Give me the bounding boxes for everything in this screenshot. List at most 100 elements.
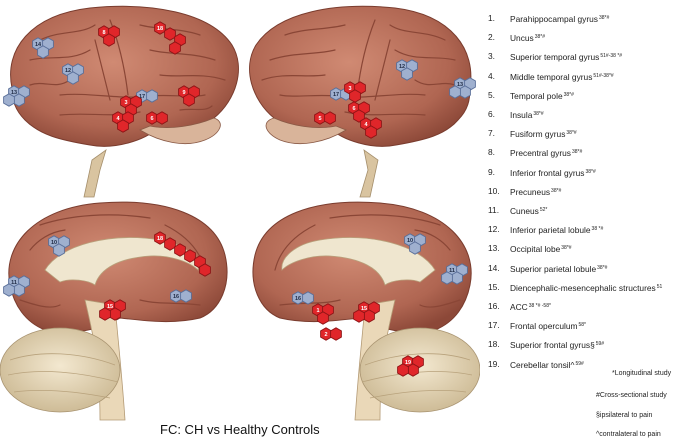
legend-item-label: Precentral gyrus [510,148,571,159]
region-marker-11: 11 [3,275,30,297]
region-marker-10: 10 [48,235,70,257]
legend-item-label: Superior frontal gyrus§ [510,340,595,351]
legend-item-refs: 38 *# [591,226,604,233]
hexagon-cell [397,363,409,377]
region-marker-label: 1 [316,308,319,314]
legend-item-refs: 51 [656,283,663,290]
hexagon-cell [174,243,186,257]
legend-item-number: 3. [488,51,495,62]
hexagon-cell [353,109,365,123]
legend-item-number: 11. [488,205,500,215]
legend-item-label: Superior temporal gyrus [510,52,600,63]
region-marker-18: 18 [154,21,186,55]
legend-item-label: Fusiform gyrus [510,129,566,140]
region-marker-label: 6 [352,106,355,112]
region-marker-label: 4 [116,116,120,122]
region-marker-label: 5 [318,116,321,122]
legend-item-number: 1. [488,13,495,23]
region-marker-label: 11 [449,268,455,274]
legend-item-label: Precuneus [510,186,551,197]
legend-item-label: Inferior frontal gyrus [510,167,585,178]
hexagon-cell [317,311,329,325]
legend-item-refs: 51#-38 *# [600,53,623,60]
region-marker-label: 9 [182,90,185,96]
region-marker-13: 13 [449,77,476,99]
region-marker-label: 12 [65,68,71,74]
region-marker-1: 1 [312,303,334,325]
region-marker-label: 12 [399,64,405,70]
legend-item-refs: 38*# [551,187,562,194]
legend-item-label: Cuneus [510,206,539,216]
region-marker-label: 3 [348,86,351,92]
region-marker-label: 4 [364,122,368,128]
hexagon-cell [365,125,377,139]
region-marker-label: 13 [457,82,463,88]
hexagon-cell [103,33,115,47]
region-marker-label: 19 [405,360,411,366]
hexagon-cell [401,67,413,81]
hexagon-cell [449,85,461,99]
hexagon-cell [183,93,195,107]
legend-item-name: Precentral gyrus38*# [510,145,582,160]
legend-item-number: 9. [488,166,495,177]
hexagon-cell [117,119,129,133]
region-marker-11: 11 [441,263,468,285]
legend-item-name: ACC38 *# -58* [510,299,551,314]
region-marker-6: 6 [348,101,370,123]
legend-item-name: Insula38*# [510,107,544,122]
legend-item-refs: 59# [595,341,605,348]
region-marker-label: 17 [333,92,339,98]
legend-item-name: Cuneus52* [510,203,547,218]
hexagon-cell [441,271,453,285]
legend-item-name: Cerebellar tonsil^59# [510,357,584,372]
hexagon-cell [99,307,111,321]
legend-item-label: Uncus [510,33,534,44]
hexagon-cell [169,41,181,55]
legend-item-refs: 38*# [533,111,544,117]
legend-item-refs: 38 *# -58* [528,303,551,309]
region-marker-12: 12 [62,63,84,85]
region-marker-15: 15 [99,299,126,321]
legend-item-name: Inferior frontal gyrus38*# [510,165,596,180]
region-marker-label: 8 [102,30,105,36]
legend-item-number: 7. [488,128,495,139]
region-marker-19: 19 [397,355,424,377]
legend-item-name: Frontal operculum58* [510,318,586,333]
legend-item-label: Cerebellar tonsil^ [510,359,575,370]
region-marker-label: 6 [150,116,153,122]
region-marker-14: 14 [32,37,54,59]
brain-right-lateral [249,5,472,198]
legend-item-name: Parahippocampal gyrus38*# [510,11,609,26]
legend-item-name: Uncus38*# [510,30,545,45]
legend-item-refs: 52* [539,207,548,213]
legend-item-refs: 38*# [561,245,572,252]
hexagon-cell [164,237,176,251]
region-marker-label: 16 [173,294,179,300]
region-marker-3: 3 [344,81,366,103]
hexagon-cell [3,93,15,107]
hexagon-cell [353,309,365,323]
hexagon-cell [184,249,196,263]
legend-item-label: Occipital lobe [510,244,561,255]
legend-item-number: 5. [488,89,495,100]
legend-item-number: 19. [488,358,500,369]
legend-item-number: 12. [488,224,500,235]
region-marker-label: 16 [295,296,301,302]
legend-item-number: 6. [488,109,495,119]
hexagon-cell [156,111,168,125]
region-marker-10: 10 [404,233,426,255]
hexagon-cell [324,111,336,125]
region-marker-2: 2 [320,327,342,341]
legend-item-refs: 38*# [571,149,583,156]
hexagon-cell [302,291,314,305]
legend-item-number: 18. [488,339,500,350]
legend-item-number: 15. [488,281,500,292]
region-marker-label: 13 [11,90,17,96]
legend-item-label: Diencephalic-mesencephalic structures [510,282,656,293]
legend-item-number: 2. [488,32,495,43]
legend-item-refs: 38*# [585,168,596,175]
legend-item-label: ACC [510,302,528,312]
region-marker-8: 8 [98,25,120,47]
hexagon-cell [37,45,49,59]
